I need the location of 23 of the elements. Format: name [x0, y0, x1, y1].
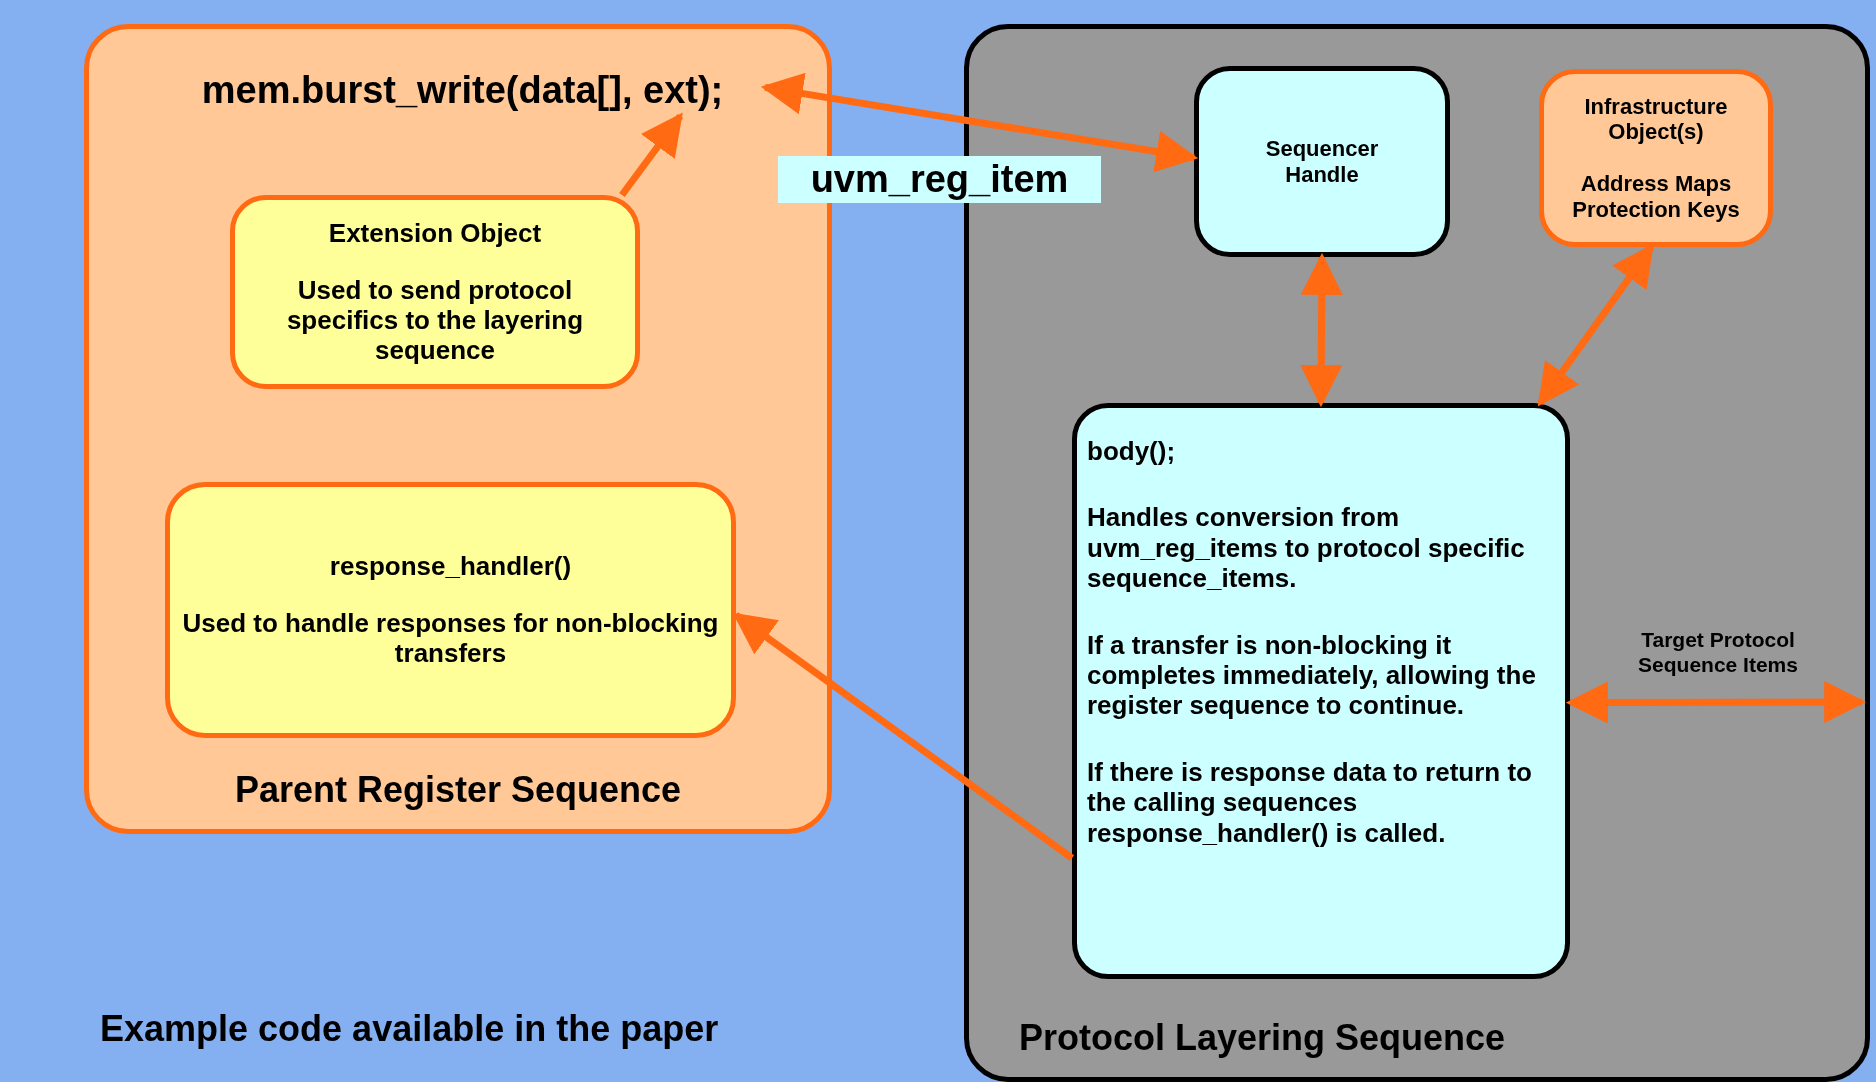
edge-label: Target Protocol Sequence Items [1637, 626, 1799, 678]
box-text: Used to handle responses for non-blocking transfers [182, 607, 719, 669]
panel-title: Protocol Layering Sequence [1019, 1017, 1506, 1059]
box-heading: Infrastructure Object(s) [1583, 93, 1729, 145]
handler-box [165, 482, 736, 738]
box-heading: Extension Object [328, 218, 542, 249]
panel-title: Parent Register Sequence [233, 769, 683, 811]
handle-box [1194, 66, 1450, 257]
edge-label: uvm_reg_item [778, 156, 1101, 203]
code-label: mem.burst_write(data[], ext); [201, 67, 724, 113]
body-box [1072, 403, 1570, 979]
box-text: Address Maps Protection Keys [1571, 171, 1741, 223]
box-text: Handles conversion from uvm_reg_items to protocol specific sequence_items. [1087, 502, 1526, 594]
note-text: Example code available in the paper [100, 1008, 719, 1050]
box-heading: response_handler() [329, 551, 572, 582]
infrastructure-box [1539, 69, 1773, 247]
box-text: If a transfer is non-blocking it completes immediately, allowing the register sequence to continue. [1087, 629, 1537, 721]
object-box [230, 195, 640, 389]
box-text: Used to send protocol specifics to the layering sequence [285, 274, 585, 366]
box-heading: Sequencer Handle [1264, 135, 1380, 188]
box-text: If there is response data to return to the calling sequences response_handler() is called. [1087, 756, 1533, 849]
box-heading: body(); [1087, 436, 1177, 467]
arrow [619, 112, 684, 198]
